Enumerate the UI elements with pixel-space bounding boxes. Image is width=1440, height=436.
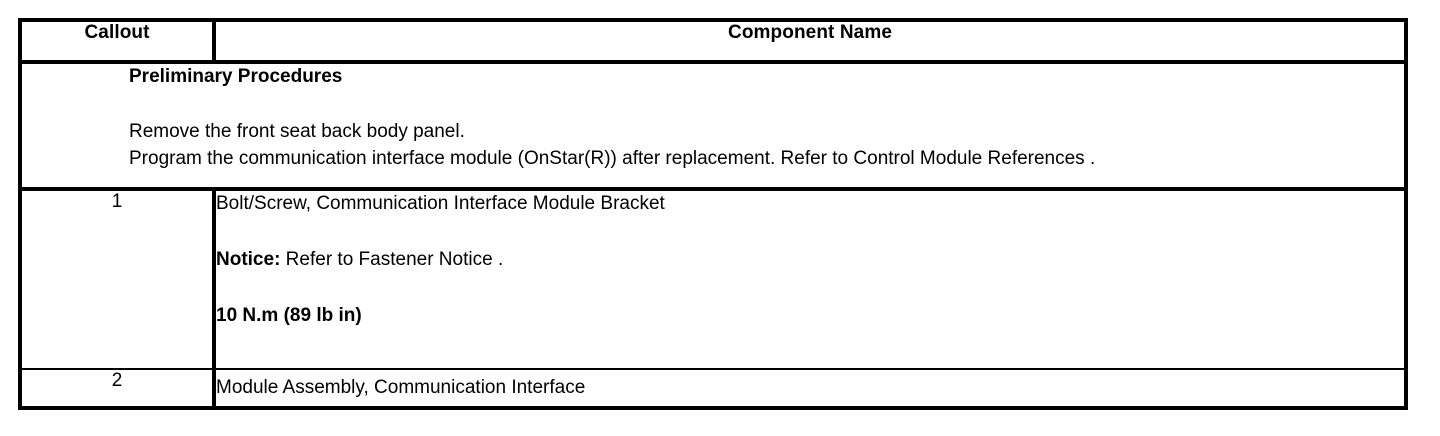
preliminary-procedures-content: Preliminary Procedures Remove the front … xyxy=(22,64,1404,172)
component-callout-table: Callout Component Name Preliminary Proce… xyxy=(18,18,1408,410)
callout-number-2: 2 xyxy=(18,369,216,410)
table-row: 2 Module Assembly, Communication Interfa… xyxy=(18,369,1408,410)
preliminary-procedure-line-1: Remove the front seat back body panel. xyxy=(129,121,465,142)
table-header-row: Callout Component Name xyxy=(18,18,1408,64)
preliminary-procedures-cell: Preliminary Procedures Remove the front … xyxy=(18,62,1408,191)
fastener-notice: Notice: Refer to Fastener Notice . xyxy=(216,247,1404,273)
preliminary-procedures-title: Preliminary Procedures xyxy=(129,66,343,87)
spacer xyxy=(216,273,1404,303)
notice-text: Refer to Fastener Notice . xyxy=(280,249,504,270)
notice-label: Notice: xyxy=(216,249,281,270)
column-header-component-name: Component Name xyxy=(214,18,1408,64)
component-description-2: Module Assembly, Communication Interface xyxy=(214,369,1408,410)
torque-specification: 10 N.m (89 lb in) xyxy=(216,305,362,326)
callout-number-1: 1 xyxy=(18,189,216,370)
spacer xyxy=(216,217,1404,247)
table-row: 1 Bolt/Screw, Communication Interface Mo… xyxy=(18,189,1408,370)
column-header-callout: Callout xyxy=(18,18,216,64)
preliminary-procedures-row: Preliminary Procedures Remove the front … xyxy=(18,62,1408,191)
preliminary-procedure-line-2: Program the communication interface modu… xyxy=(129,148,1096,169)
component-name-text-1: Bolt/Screw, Communication Interface Modu… xyxy=(216,193,665,214)
component-name-text-2: Module Assembly, Communication Interface xyxy=(216,377,586,398)
spacer xyxy=(129,90,1402,118)
component-description-1: Bolt/Screw, Communication Interface Modu… xyxy=(214,189,1408,370)
